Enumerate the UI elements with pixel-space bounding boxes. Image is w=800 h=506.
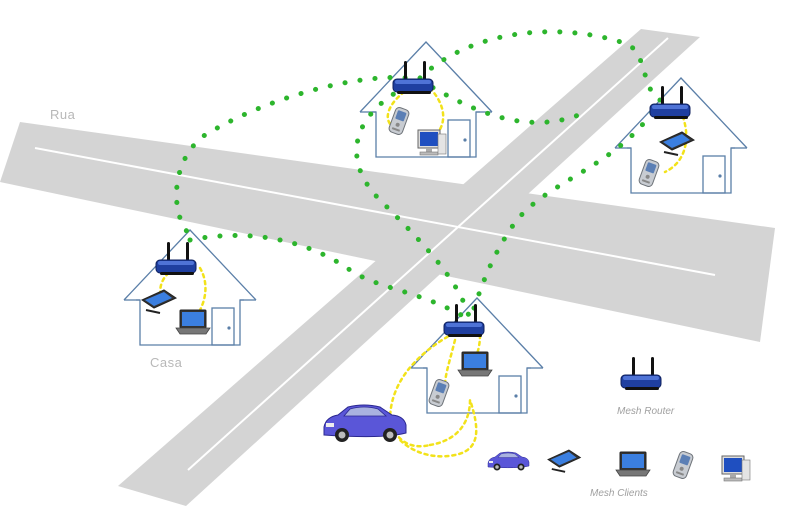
legend-car-icon [487, 451, 530, 471]
legend-tablet-icon [547, 449, 582, 473]
phone-top [387, 105, 411, 137]
router-left [155, 241, 197, 276]
car-icon [323, 404, 407, 443]
router-right [649, 85, 691, 120]
tablet-right [659, 131, 695, 156]
streets [0, 29, 775, 506]
laptop-left [175, 309, 211, 335]
legend-laptop-icon [615, 451, 651, 477]
street-center-line-diagonal [187, 37, 669, 471]
laptop-bottom [457, 351, 493, 377]
router-top [392, 60, 434, 95]
street-center-line [34, 147, 716, 276]
legend-clients [487, 449, 751, 482]
phone-bottom [427, 377, 451, 409]
desktop-top [417, 129, 447, 156]
legend-clients-label: Mesh Clients [590, 488, 648, 499]
legend-desktop-icon [721, 455, 751, 482]
legend-router-icon [620, 356, 662, 391]
mesh-links [174, 29, 663, 323]
street-diagonal [118, 29, 700, 506]
street-label: Rua [50, 107, 76, 122]
router-bottom [443, 303, 485, 338]
legend-phone-icon [671, 449, 695, 481]
tablet-left [141, 289, 177, 314]
house-label: Casa [150, 355, 183, 370]
legend-router-label: Mesh Router [617, 406, 675, 417]
phone-right [637, 157, 661, 189]
